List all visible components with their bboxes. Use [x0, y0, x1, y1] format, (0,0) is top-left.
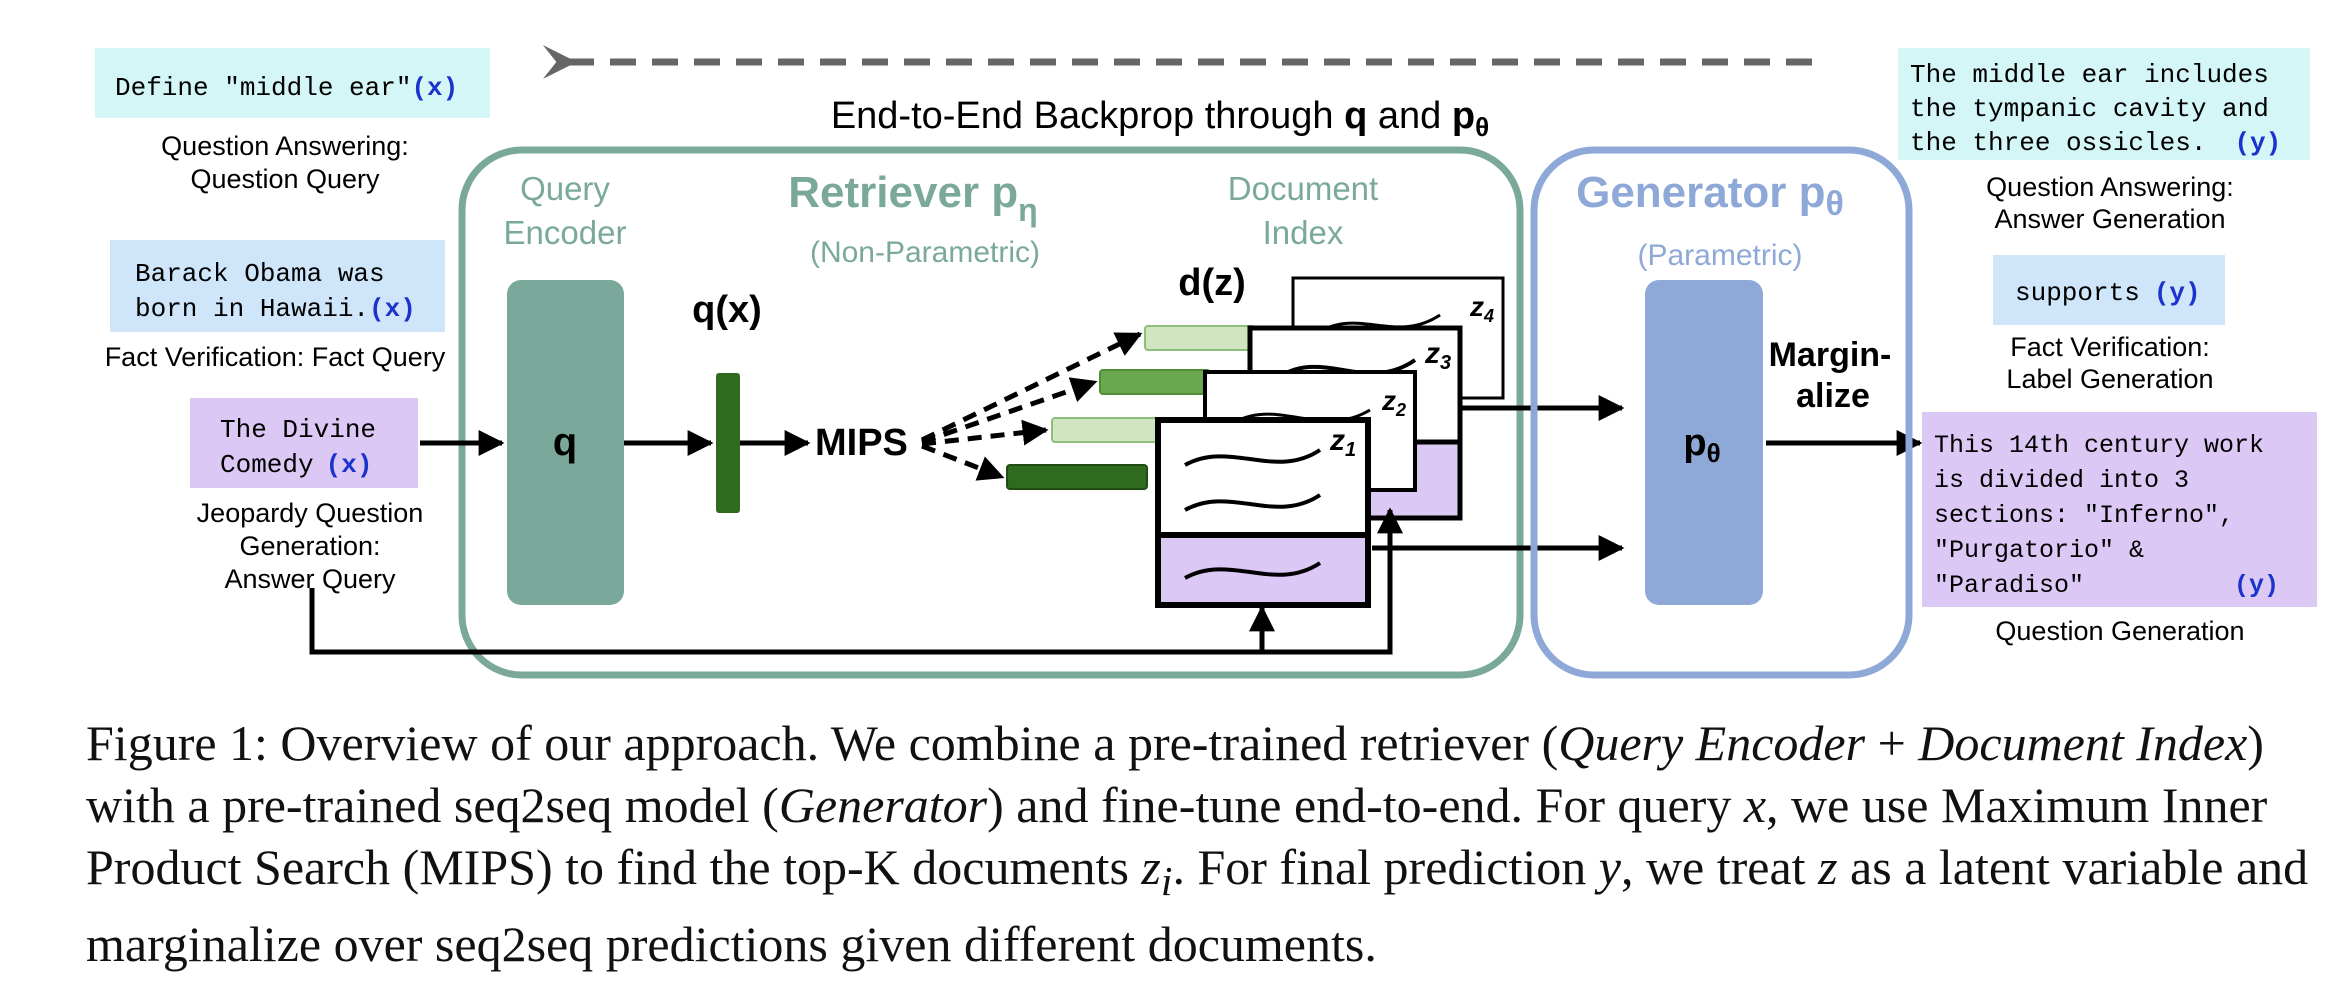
fv-input-line-1: Barack Obama was [135, 259, 385, 289]
doc-embedding-1 [1006, 464, 1148, 490]
qa-input-text: Define "middle ear"(x) [115, 73, 458, 103]
qg-output-line-4: "Purgatorio" & [1934, 536, 2144, 565]
fv-output-caption-1: Fact Verification: [2010, 332, 2210, 362]
qa-input-caption-1: Question Answering: [161, 131, 409, 161]
dz-label: d(z) [1178, 262, 1246, 304]
fv-output-box [1993, 255, 2225, 325]
query-vector [716, 373, 740, 513]
qa-input-caption-2: Question Query [190, 164, 380, 194]
fv-input-line-2: born in Hawaii.(x) [135, 294, 416, 324]
qx-label: q(x) [692, 289, 762, 331]
svg-text:z3: z3 [1424, 337, 1451, 374]
fv-input-caption: Fact Verification: Fact Query [105, 342, 446, 372]
jp-input-line-2: Comedy(x) [220, 450, 372, 480]
svg-text:z4: z4 [1469, 291, 1494, 326]
marginalize-label-1: Margin- [1769, 336, 1892, 374]
fv-output-caption-2: Label Generation [2006, 364, 2213, 394]
qg-output-caption: Question Generation [1995, 616, 2244, 646]
generator-title: Generator pθ [1576, 168, 1844, 223]
query-encoder-symbol: q [553, 420, 577, 464]
generator-box [1530, 146, 1913, 679]
qa-output-line-2: the tympanic cavity and [1910, 94, 2269, 124]
mips-arrows [920, 331, 1143, 481]
retriever-box [458, 146, 1524, 679]
svg-text:z2: z2 [1381, 385, 1406, 420]
marginalize-label-2: alize [1796, 377, 1870, 415]
qg-output-line-2: is divided into 3 [1934, 466, 2189, 495]
retriever-subtitle: (Non-Parametric) [810, 236, 1040, 269]
fv-input-box [110, 240, 445, 332]
fv-output-text: supports(y) [2015, 278, 2201, 308]
query-encoder-label-2: Encoder [504, 214, 627, 251]
figure-caption: Figure 1: Overview of our approach. We c… [86, 715, 2309, 972]
qa-output-line-1: The middle ear includes [1910, 60, 2269, 90]
qa-output-line-3: the three ossicles.(y) [1910, 128, 2281, 158]
qa-output-caption-1: Question Answering: [1986, 172, 2234, 202]
jp-input-line-1: The Divine [220, 415, 376, 445]
query-encoder-label-1: Query [520, 170, 610, 207]
query-encoder [507, 280, 624, 605]
qa-input-box [95, 48, 490, 118]
jp-input-caption-1: Jeopardy Question [197, 498, 424, 528]
qa-output-caption-2: Answer Generation [1994, 204, 2225, 234]
qg-output-line-5: "Paradiso"(y) [1934, 571, 2279, 600]
flow-arrows [309, 395, 1923, 655]
doc-embedding-4 [1144, 325, 1256, 351]
qg-output-line-3: sections: "Inferno", [1934, 501, 2234, 530]
doc-embedding-3 [1099, 369, 1211, 395]
qa-output-box [1898, 48, 2310, 160]
document-index-label-1: Document [1228, 170, 1378, 207]
generator-symbol: pθ [1683, 422, 1720, 468]
document-z1: z1 [1155, 417, 1371, 608]
generator-model [1645, 280, 1763, 605]
mips-label: MIPS [815, 422, 908, 464]
backprop-label: End-to-End Backprop through q and pθ [831, 95, 1489, 142]
qg-output-line-1: This 14th century work [1934, 431, 2264, 460]
doc-embedding-2 [1051, 417, 1163, 443]
generator-subtitle: (Parametric) [1637, 239, 1802, 272]
svg-text:z1: z1 [1329, 424, 1356, 461]
retriever-title: Retriever pη [788, 168, 1037, 228]
document-index-label-2: Index [1263, 214, 1344, 251]
qg-output-box [1922, 412, 2317, 607]
jp-input-caption-2: Generation: [239, 531, 380, 561]
jp-input-box [190, 398, 418, 488]
